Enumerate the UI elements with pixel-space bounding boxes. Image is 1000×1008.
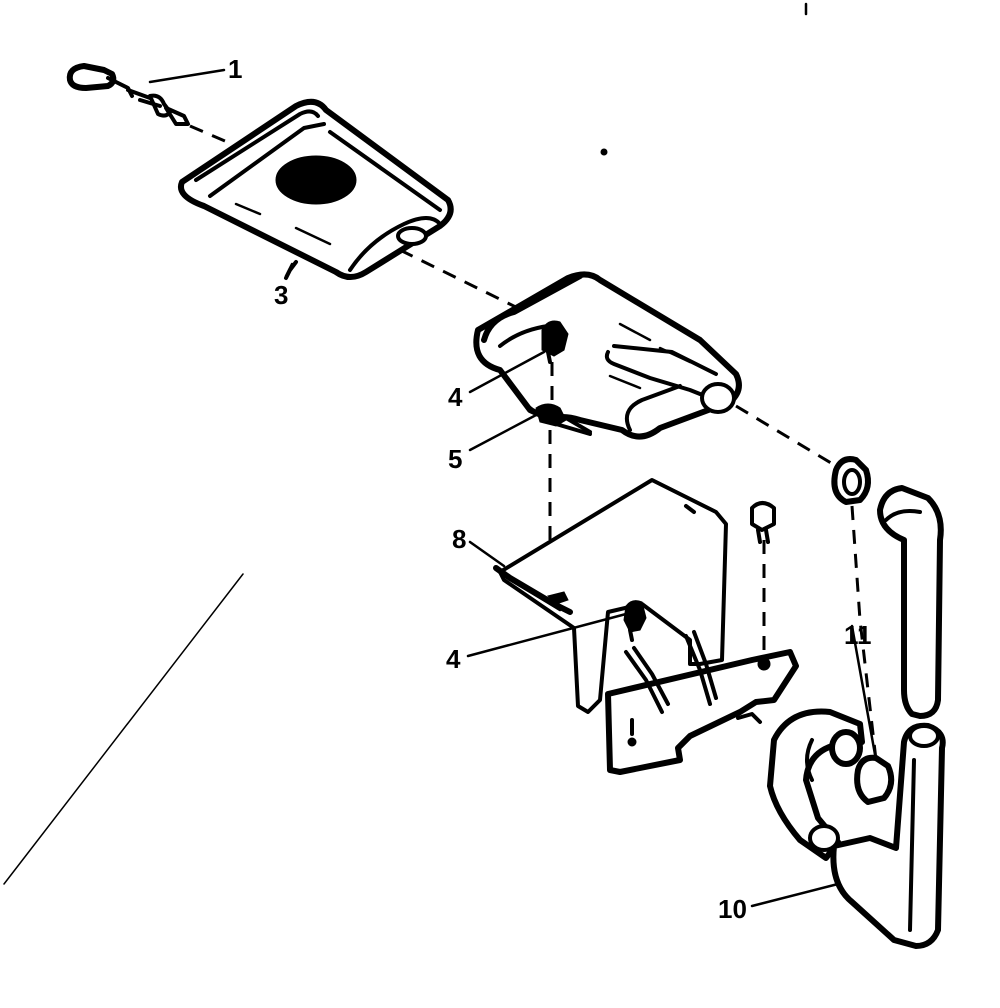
elbow-hose-part	[767, 708, 946, 949]
bolt-upper-part	[541, 320, 569, 364]
callout-10: 10	[718, 894, 747, 924]
hose-straight-part	[877, 485, 944, 719]
bolt-lower-part	[623, 600, 647, 642]
pin-part	[66, 63, 233, 146]
callout-5: 5	[448, 444, 462, 474]
clamp-upper-part	[831, 456, 871, 505]
callout-8: 8	[452, 524, 466, 554]
mounting-plate-part	[605, 630, 799, 775]
leader-lines	[148, 68, 878, 908]
clip-part	[535, 403, 592, 436]
clamp-lower-part	[854, 754, 895, 805]
callout-4-upper: 4	[448, 382, 463, 412]
bracket-part	[493, 478, 728, 714]
bolt-right-part	[750, 501, 776, 544]
callout-11: 11	[844, 620, 872, 650]
base-block-part	[473, 271, 742, 440]
scan-marks	[3, 2, 808, 885]
callout-1: 1	[228, 54, 242, 84]
cover-part	[178, 98, 454, 280]
callout-3: 3	[274, 280, 288, 310]
callout-4-lower: 4	[446, 644, 461, 674]
